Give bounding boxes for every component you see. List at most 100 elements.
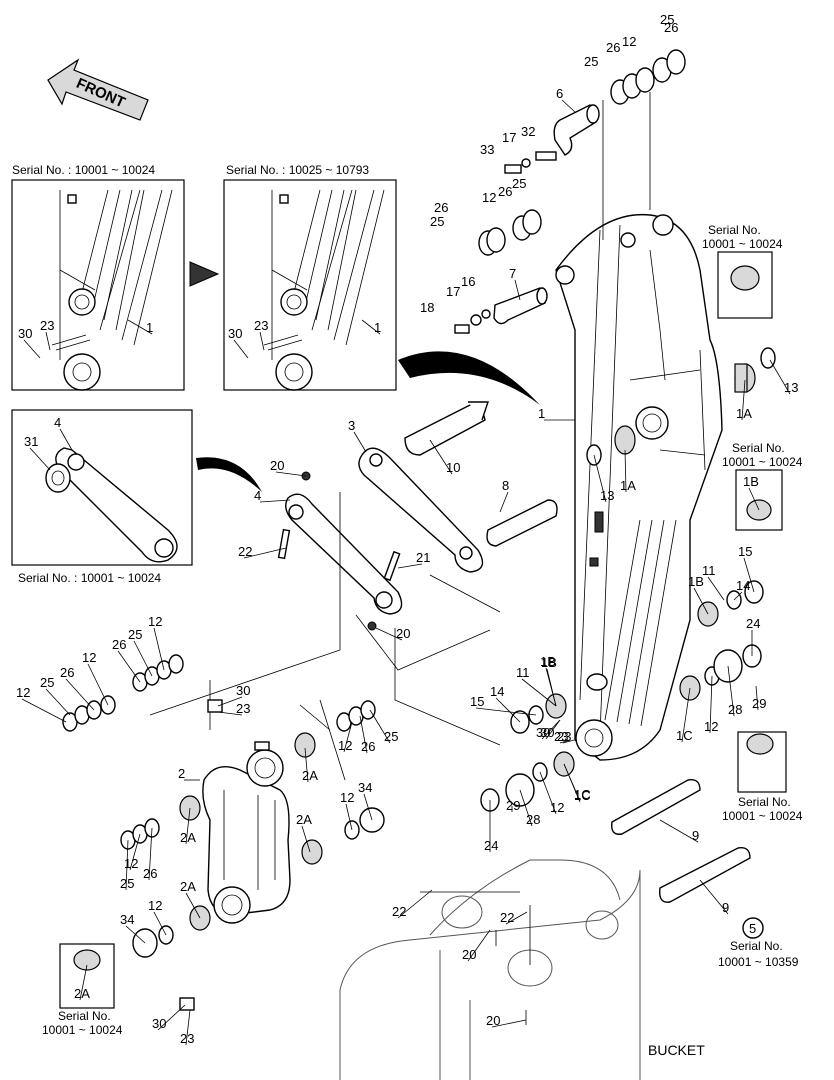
svg-text:10001 ~ 10024: 10001 ~ 10024 [42, 1023, 123, 1037]
pin-6 [553, 104, 600, 156]
bush-1a-upper [734, 347, 776, 393]
callout-20: 20 [486, 1013, 500, 1028]
leader-line [343, 721, 353, 753]
callout-30: 30 [536, 725, 550, 740]
callout-24: 24 [484, 838, 498, 853]
callout-23: 23 [557, 729, 571, 744]
callout-1: 1 [374, 320, 381, 335]
leader-line [117, 650, 141, 683]
bolt-33-group [504, 151, 557, 174]
callout-13: 13 [784, 380, 798, 395]
leader-line [491, 1019, 527, 1028]
svg-text:10001 ~ 10359: 10001 ~ 10359 [718, 955, 799, 969]
leader-line [699, 879, 729, 915]
callout-20: 20 [462, 947, 476, 962]
curved-arrow-icon [398, 351, 540, 405]
callout-26: 26 [361, 739, 375, 754]
front-arrow-icon: FRONT [47, 58, 149, 121]
leader-line [693, 587, 709, 615]
callout-26: 26 [112, 637, 126, 652]
callout-25: 25 [584, 54, 598, 69]
svg-text:10001 ~ 10024: 10001 ~ 10024 [702, 237, 783, 251]
leader-line [153, 911, 167, 936]
callout-17: 17 [446, 284, 460, 299]
leader-line [624, 449, 627, 493]
leader-line [185, 892, 201, 919]
leader-line [79, 964, 88, 1001]
callout-30: 30 [228, 326, 242, 341]
leader-line [259, 331, 265, 351]
bush-icon [746, 733, 774, 755]
callout-7: 7 [509, 266, 516, 281]
svg-text:Serial No.: Serial No. [732, 441, 785, 455]
leader-line [563, 763, 581, 803]
svg-text:Serial No.: Serial No. [708, 223, 761, 237]
leader-line [87, 663, 109, 706]
callout-6: 6 [556, 86, 563, 101]
leader-line [681, 687, 691, 743]
leader-line [369, 709, 391, 744]
callout-leaders [21, 99, 791, 1046]
inset-left-serial: Serial No. : 10001 ~ 10024 [12, 163, 155, 177]
leader-line [521, 678, 557, 707]
leader-line [709, 675, 713, 734]
leader-line [514, 279, 521, 301]
callout-15: 15 [738, 544, 752, 559]
inset-left-box [11, 179, 185, 391]
leader-line [243, 547, 287, 559]
callout-4: 4 [54, 415, 61, 430]
leader-line [397, 889, 433, 919]
callout-2A: 2A [180, 879, 196, 894]
callout-17: 17 [502, 130, 516, 145]
callout-12: 12 [16, 685, 30, 700]
callout-1A: 1A [736, 406, 752, 421]
callout-3: 3 [348, 418, 355, 433]
leader-line [304, 747, 309, 783]
callout-2: 2 [178, 766, 185, 781]
callout-2A: 2A [296, 812, 312, 827]
leader-line [125, 839, 129, 891]
callout-28: 28 [728, 702, 742, 717]
arrow-right-icon [189, 261, 220, 287]
callout-30: 30 [152, 1016, 166, 1031]
svg-text:Serial No.: Serial No. [730, 939, 783, 953]
callout-20: 20 [396, 626, 410, 641]
leader-line [519, 789, 533, 827]
svg-text:Serial No.: Serial No. [738, 795, 791, 809]
callout-14: 14 [736, 578, 750, 593]
callout-1A: 1A [620, 478, 636, 493]
callout-12: 12 [82, 650, 96, 665]
leader-line [539, 771, 557, 815]
callout-18: 18 [420, 300, 434, 315]
leader-line [707, 576, 725, 601]
leader-line [659, 819, 699, 843]
callout-12: 12 [340, 790, 354, 805]
callout-1B: 1B [743, 474, 759, 489]
leader-line [741, 379, 746, 421]
link-inset-box [11, 409, 193, 566]
curved-arrow-icon [196, 457, 262, 492]
callout-2A: 2A [302, 768, 318, 783]
callout-14: 14 [490, 684, 504, 699]
seal-set-left [62, 654, 184, 732]
leader-line [562, 739, 575, 744]
bush-2a-box [59, 943, 115, 1009]
leader-line [467, 929, 491, 962]
leader-line [505, 911, 528, 925]
seal-set-right [336, 700, 385, 840]
leader-line [233, 339, 249, 359]
callout-26: 26 [664, 20, 678, 35]
leader-line [361, 319, 381, 335]
callout-21: 21 [416, 550, 430, 565]
callout-23: 23 [554, 729, 568, 744]
callout-12: 12 [148, 614, 162, 629]
inset-right-serial: Serial No. : 10025 ~ 10793 [226, 163, 369, 177]
svg-text:Serial No.: Serial No. [58, 1009, 111, 1023]
callout-2A: 2A [180, 830, 196, 845]
leader-line [21, 698, 67, 723]
callout-12: 12 [704, 719, 718, 734]
bucket-label: BUCKET [648, 1042, 705, 1058]
link-3 [358, 447, 484, 573]
callout-24: 24 [746, 616, 760, 631]
